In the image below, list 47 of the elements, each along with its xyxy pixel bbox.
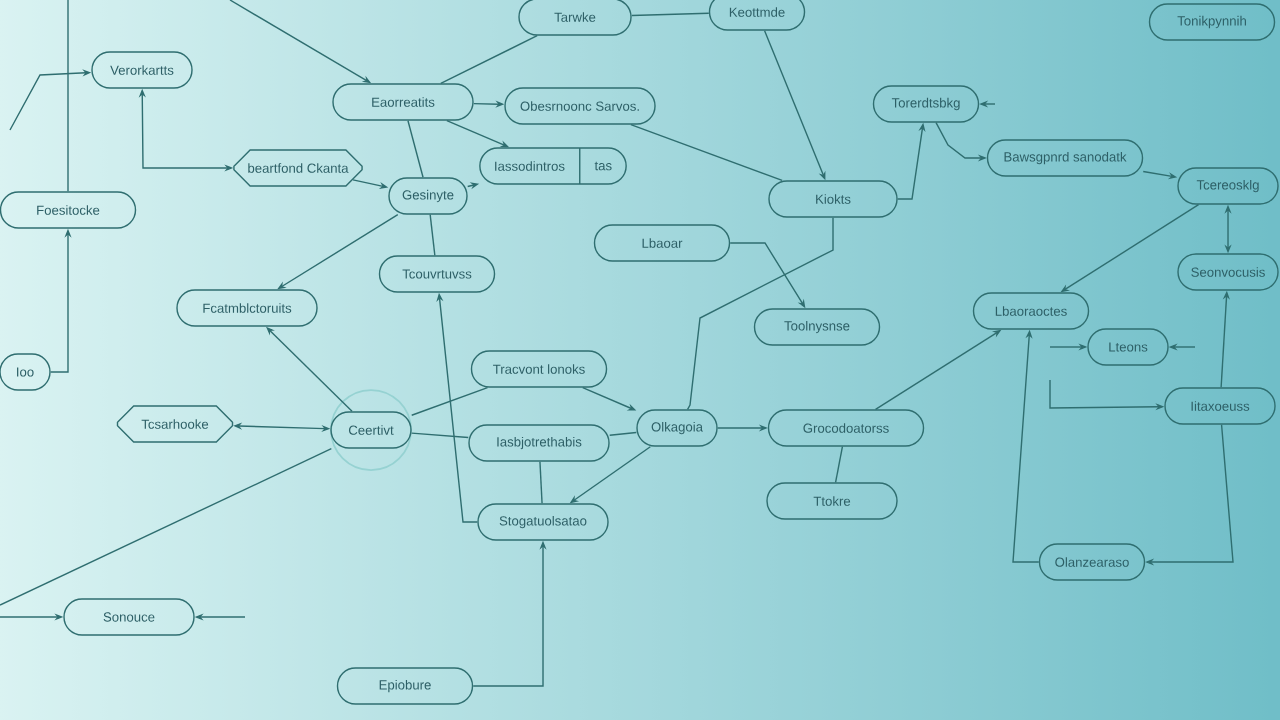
process-box: Ceertivt <box>330 411 412 449</box>
process-box: Stogatuolsatao <box>477 503 609 541</box>
connector-line <box>630 124 783 181</box>
process-box: Ioo <box>0 353 51 391</box>
connector-line <box>411 432 469 439</box>
process-box: Bawsgpnrd sanodatk <box>986 139 1144 177</box>
process-box: Lteons <box>1087 328 1169 366</box>
process-box: Obesrnoonc Sarvos. <box>504 87 656 125</box>
process-box: Sonouce <box>63 598 195 636</box>
connector-line <box>429 214 436 256</box>
connector-line <box>834 446 844 483</box>
connector-line <box>609 431 637 437</box>
hexagon-box: Tcsarhooke <box>116 405 234 443</box>
process-box: Lbaoar <box>593 224 731 262</box>
connector-line <box>407 120 424 178</box>
process-box: Tcouvrtuvss <box>378 255 496 293</box>
process-box: Toolnysnse <box>753 308 881 346</box>
process-box: Grocodoatorss <box>767 409 925 447</box>
connector-line <box>686 217 834 410</box>
process-box: Epiobure <box>336 667 474 705</box>
process-box: Iitaxoeuss <box>1164 387 1276 425</box>
process-box: Torerdtsbkg <box>872 85 980 123</box>
connector-line <box>631 12 710 17</box>
hexagon-box: beartfond Ckanta <box>233 149 363 187</box>
connector-line <box>539 461 543 504</box>
process-box: Iasbjotrethabis <box>468 424 610 462</box>
process-box: Seonvocusis <box>1177 253 1279 291</box>
process-box: Tonikpynnih <box>1148 3 1276 41</box>
connector-line <box>411 387 489 416</box>
process-box: Tracvont lonoks <box>470 350 608 388</box>
connector-line <box>67 0 69 192</box>
process-box: Tarwke <box>518 0 632 36</box>
process-box: Keottmde <box>708 0 806 31</box>
process-box: Kiokts <box>768 180 898 218</box>
split-box: Iassodintros tas <box>479 147 627 185</box>
process-box: Lbaoraoctes <box>972 292 1090 330</box>
process-box: Foesitocke <box>0 191 137 229</box>
process-box: Fcatmblctoruits <box>176 289 318 327</box>
connector-line <box>440 35 538 84</box>
process-box: Gesinyte <box>388 177 468 215</box>
process-box: Ttokre <box>766 482 898 520</box>
process-box: Verorkartts <box>91 51 193 89</box>
process-box: Tcereosklg <box>1177 167 1279 205</box>
connector-line <box>0 448 333 606</box>
process-box: Olkagoia <box>636 409 718 447</box>
process-box: Eaorreatits <box>332 83 474 121</box>
process-box: Olanzearaso <box>1038 543 1146 581</box>
